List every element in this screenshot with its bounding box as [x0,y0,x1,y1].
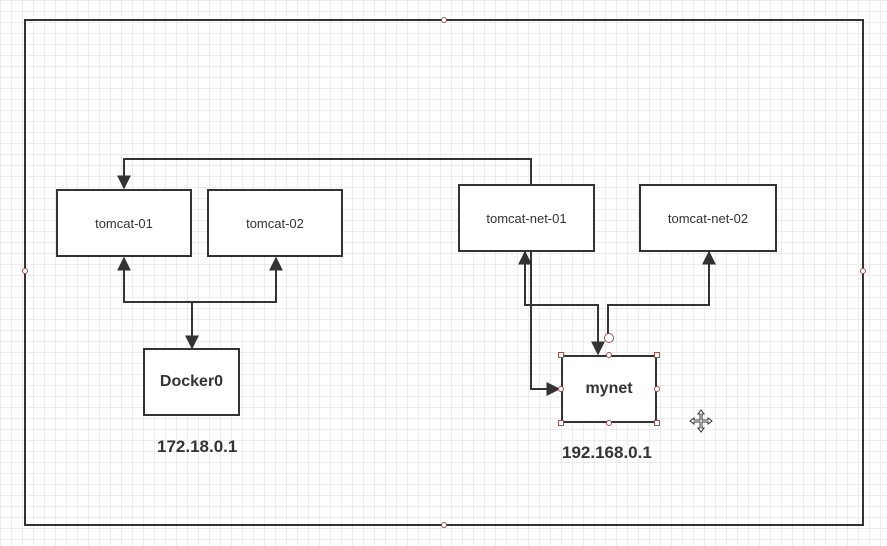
node-docker0[interactable]: Docker0 [143,348,240,416]
frame-handle-top[interactable] [441,17,447,23]
mynet-handle-ne[interactable] [654,352,660,358]
mynet-connector-handle[interactable] [604,333,614,343]
node-tomcat-01[interactable]: tomcat-01 [56,189,192,257]
edge-tomcat01-tomcat02[interactable] [117,256,283,303]
node-tomcat-net-01[interactable]: tomcat-net-01 [458,184,595,252]
edge-mynet-tomcat-net01[interactable] [518,250,605,356]
node-mynet[interactable]: mynet [561,355,657,423]
mynet-ip-label: 192.168.0.1 [562,443,652,462]
mynet-handle-se[interactable] [654,420,660,426]
outer-frame[interactable] [24,19,864,526]
mynet-handle-nw[interactable] [558,352,564,358]
node-tomcat-02-label: tomcat-02 [246,215,304,231]
node-tomcat-01-label: tomcat-01 [95,215,153,231]
edge-mynet-tomcat-net02[interactable] [607,250,716,339]
node-tomcat-02[interactable]: tomcat-02 [207,189,343,257]
node-tomcat-net-01-label: tomcat-net-01 [486,210,567,226]
frame-handle-left[interactable] [22,268,28,274]
node-mynet-label: mynet [585,380,633,397]
frame-handle-right[interactable] [860,268,866,274]
mynet-handle-n[interactable] [606,352,612,358]
docker0-ip-label: 172.18.0.1 [157,437,238,456]
mynet-handle-w[interactable] [558,386,564,392]
move-cursor-icon [689,409,713,433]
node-tomcat-net-02-label: tomcat-net-02 [667,210,749,226]
node-docker0-label: Docker0 [159,373,224,390]
edge-mynet-tomcat01[interactable] [117,158,561,396]
mynet-handle-e[interactable] [654,386,660,392]
mynet-handle-s[interactable] [606,420,612,426]
frame-handle-bottom[interactable] [441,522,447,528]
node-tomcat-net-02[interactable]: tomcat-net-02 [639,184,777,252]
mynet-handle-sw[interactable] [558,420,564,426]
